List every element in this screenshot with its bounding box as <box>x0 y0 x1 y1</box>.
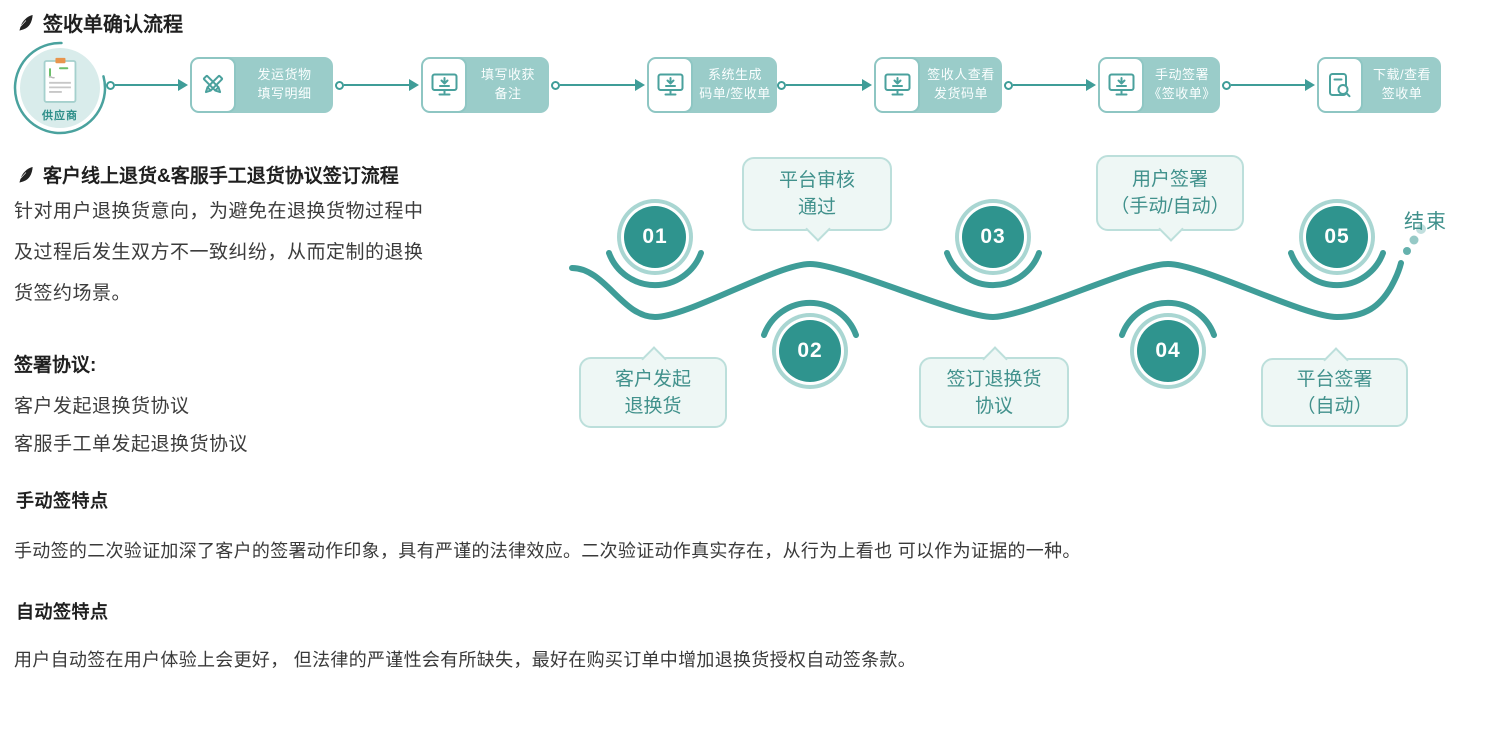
sign-protocol-heading: 签署协议: <box>14 355 97 376</box>
doc-search-icon <box>1317 57 1363 113</box>
step-circle-03: 03 <box>962 206 1024 268</box>
return-flow-title: 客户线上退货&客服手工退货协议签订流程 <box>18 161 399 188</box>
flow-step-manual-sign: 手动签署 《签收单》 <box>1098 57 1220 113</box>
flow-step-download-view: 下载/查看 签收单 <box>1317 57 1441 113</box>
receipt-flow-diagram: 供应商 发运货物 填写明细 填写收获 备注 <box>0 36 1509 146</box>
document-icon <box>43 57 77 103</box>
flow-connector <box>106 79 188 91</box>
receipt-flow-title: 签收单确认流程 <box>18 8 183 37</box>
manual-sign-body: 手动签的二次验证加深了客户的签署动作印象，具有严谨的法律效应。二次验证动作真实存… <box>14 541 1081 561</box>
step-label: 签收人查看 发货码单 <box>927 67 995 101</box>
step-bubble-user-sign: 用户签署 （手动/自动） <box>1096 155 1244 231</box>
step-circle-05: 05 <box>1306 206 1368 268</box>
auto-sign-heading: 自动签特点 <box>16 602 109 622</box>
monitor-download-icon <box>1098 57 1144 113</box>
supplier-label: 供应商 <box>42 110 78 122</box>
flow-step-receipt-remarks: 填写收获 备注 <box>421 57 549 113</box>
step-label: 填写收获 备注 <box>480 67 535 101</box>
monitor-download-icon <box>647 57 693 113</box>
auto-sign-body: 用户自动签在用户体验上会更好， 但法律的严谨性会有所缺失，最好在购买订单中增加退… <box>14 650 916 670</box>
step-bubble-platform-review: 平台审核 通过 <box>742 157 892 231</box>
return-flow-intro: 针对用户退换货意向，为避免在退换货物过程中 及过程后发生双方不一致纠纷，从而定制… <box>14 201 424 304</box>
step-circle-02: 02 <box>779 320 841 382</box>
end-label: 结束 <box>1404 211 1448 233</box>
pencils-cross-icon <box>190 57 236 113</box>
monitor-download-icon <box>421 57 467 113</box>
section-title-text: 签收单确认流程 <box>43 14 183 36</box>
step-bubble-platform-sign: 平台签署 （自动） <box>1261 358 1408 427</box>
feather-icon <box>18 13 34 31</box>
flow-connector <box>777 79 872 91</box>
flow-step-view-manifest: 签收人查看 发货码单 <box>874 57 1002 113</box>
flow-connector <box>1004 79 1096 91</box>
sign-protocol-item: 客户发起退换货协议 <box>14 396 190 417</box>
flow-connector <box>1222 79 1315 91</box>
section-title-text: 客户线上退货&客服手工退货协议签订流程 <box>43 166 399 187</box>
step-label: 下载/查看 签收单 <box>1372 67 1432 101</box>
flow-connector <box>551 79 645 91</box>
supplier-node: 供应商 <box>12 40 108 136</box>
step-circle-04: 04 <box>1137 320 1199 382</box>
supplier-ring <box>13 41 107 135</box>
step-bubble-customer-initiate: 客户发起 退换货 <box>579 357 727 428</box>
step-circle-01: 01 <box>624 206 686 268</box>
monitor-download-icon <box>874 57 920 113</box>
sign-protocol-item: 客服手工单发起退换货协议 <box>14 434 249 455</box>
feather-icon <box>18 165 34 183</box>
step-label: 手动签署 《签收单》 <box>1148 67 1216 101</box>
step-bubble-sign-agreement: 签订退换货 协议 <box>919 357 1069 428</box>
step-label: 系统生成 码单/签收单 <box>699 67 771 101</box>
flow-step-ship-goods: 发运货物 填写明细 <box>190 57 333 113</box>
step-label: 发运货物 填写明细 <box>257 67 312 101</box>
flow-step-system-generate: 系统生成 码单/签收单 <box>647 57 777 113</box>
manual-sign-heading: 手动签特点 <box>16 491 109 511</box>
flow-connector <box>335 79 419 91</box>
